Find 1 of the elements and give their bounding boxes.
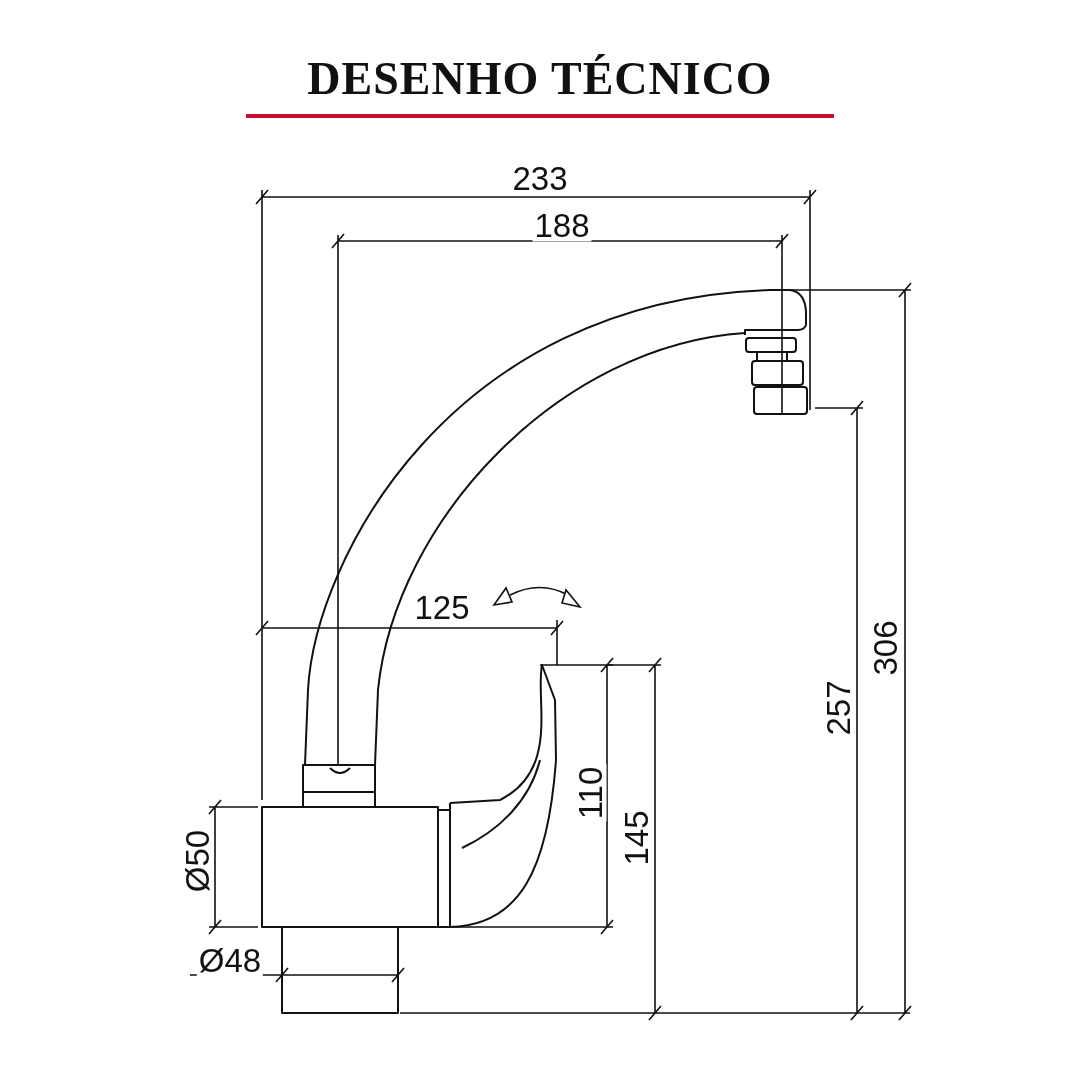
title: DESENHO TÉCNICO bbox=[307, 52, 773, 105]
